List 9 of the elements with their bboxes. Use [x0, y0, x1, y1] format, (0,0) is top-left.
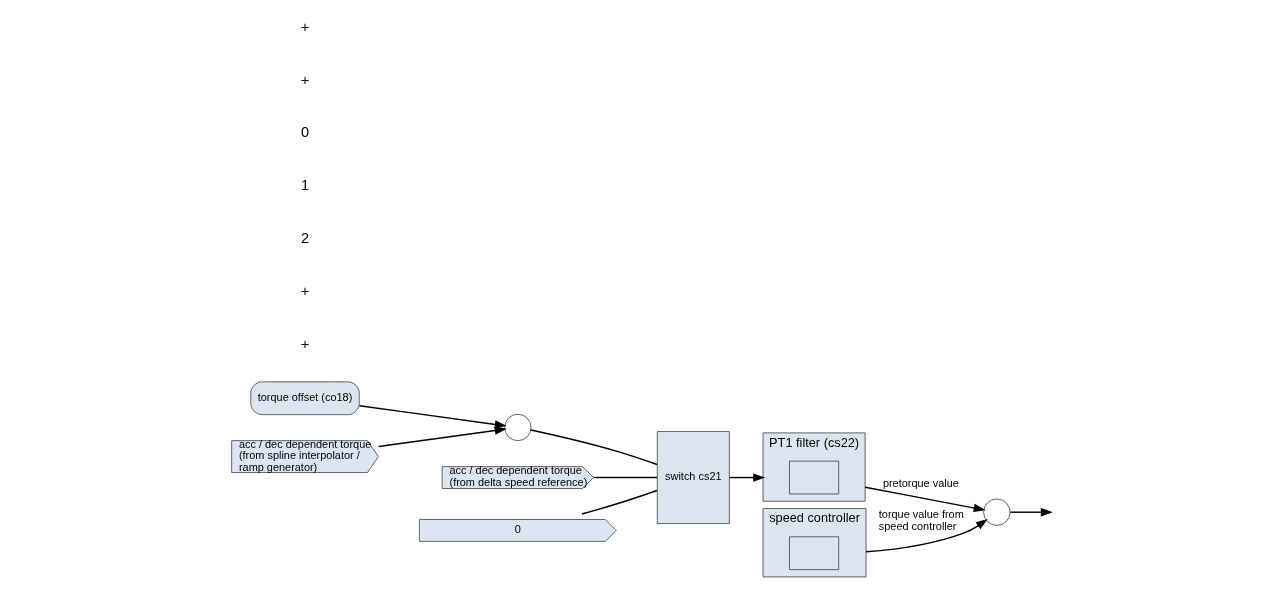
label: +	[300, 18, 309, 35]
label: +	[300, 282, 309, 299]
label: 0	[300, 124, 309, 141]
label: 2	[300, 230, 309, 247]
label: 1	[300, 177, 309, 194]
edge-label: torque value from speed controller	[878, 508, 964, 533]
label: +	[300, 71, 309, 88]
label: +	[300, 335, 309, 352]
edge-label: pretorque value	[882, 477, 959, 490]
